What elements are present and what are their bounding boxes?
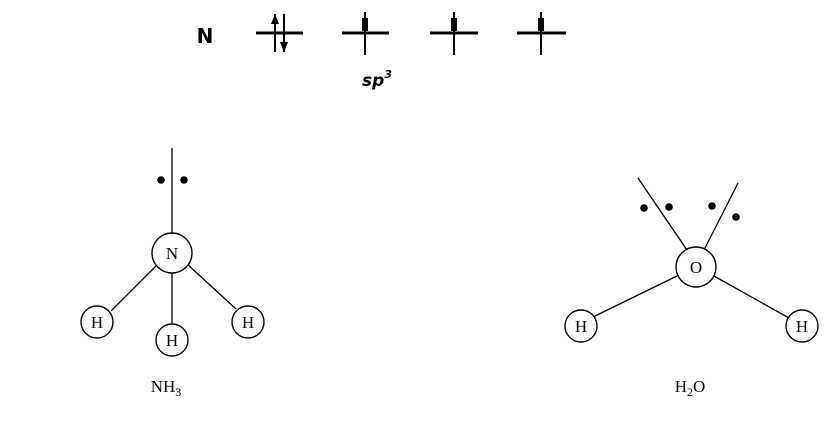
nh3-lone-pair-electron [180,176,188,184]
orbital-4-electron-up [538,12,544,55]
nh3-central-atom: N [151,232,193,274]
orbital-2 [342,12,389,55]
h2o-lone-pair-electron [732,213,740,221]
h2o-lone-pair-electron [640,204,648,212]
nh3-hydrogen-right: H [231,305,265,339]
h2o-bond-left [592,275,678,318]
orbital-2-electron-up [362,12,368,55]
nh3-molecule: N H H H NH3 [80,148,265,399]
orbital-3-electron-up [451,12,457,55]
svg-text:H: H [242,313,254,332]
nh3-lone-pair-electron [157,176,165,184]
h2o-hydrogen-left: H [564,309,598,343]
svg-text:H: H [796,317,808,336]
svg-text:N: N [166,244,178,263]
h2o-lone-pair-right-axis [703,182,739,251]
nh3-hydrogen-middle: H [155,323,189,357]
h2o-lone-pair-electron [665,203,673,211]
h2o-caption: H2O [675,377,706,399]
nh3-bond-right [186,263,237,310]
orbital-4 [517,12,566,55]
h2o-bond-right [713,275,790,319]
svg-text:H: H [91,313,103,332]
orbital-1 [256,14,303,52]
orbital-1-electron-down [280,14,288,52]
h2o-molecule: O H H H2O [564,177,819,399]
svg-text:H: H [166,331,178,350]
orbital-atom-symbol: N [197,24,214,48]
orbital-1-electron-up [271,14,279,52]
h2o-central-atom: O [675,246,717,288]
nh3-hydrogen-left: H [80,305,114,339]
hybridization-label: sp3 [362,68,392,91]
h2o-lone-pair-left-axis [637,177,688,251]
h2o-hydrogen-right: H [785,309,819,343]
h2o-lone-pair-electron [708,202,716,210]
svg-text:H: H [575,317,587,336]
orbital-3 [430,12,478,55]
nh3-bond-left [110,263,159,312]
orbital-diagram: N [197,12,566,91]
svg-text:O: O [690,258,702,277]
nh3-caption: NH3 [151,377,182,399]
